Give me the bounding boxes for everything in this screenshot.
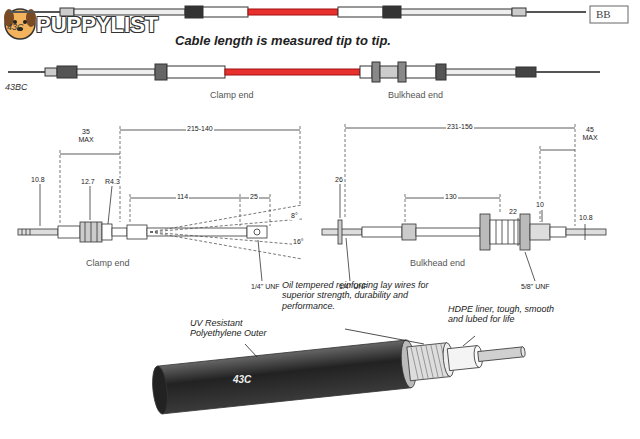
cable-43bc xyxy=(8,62,600,82)
dimension: 10 xyxy=(535,201,545,209)
end-label: Bulkhead end xyxy=(410,258,465,268)
dimension: 10.8 xyxy=(578,214,594,222)
dimension: 231-156 xyxy=(446,123,474,131)
watermark: PUPPYLIST xyxy=(36,12,158,37)
dimension: 114 xyxy=(176,193,189,201)
dimension: 10.8 xyxy=(30,176,46,184)
dimension: 8° xyxy=(290,212,299,220)
dimension: 45 MAX xyxy=(578,126,602,142)
cable-print: 43C xyxy=(233,374,251,386)
dimension: 215-140 xyxy=(186,125,214,133)
callout-note: HDPE liner, tough, smooth and lubed for … xyxy=(448,304,560,325)
callout-note: Oil tempered reinforcing lay wires for s… xyxy=(282,280,437,311)
dimension: 22 xyxy=(508,208,518,216)
callout-note: UV Resistant Polyethylene Outer xyxy=(190,318,270,339)
note-heading: Cable length is measured tip to tip. xyxy=(175,34,391,49)
dimension: 25 xyxy=(249,193,259,201)
end-label: Bulkhead end xyxy=(388,90,443,100)
logo-frame xyxy=(590,6,628,23)
clamp-end-drawing xyxy=(18,126,302,281)
dimension: 130 xyxy=(444,193,458,201)
bulkhead-end-drawing xyxy=(322,124,606,281)
dimension: 26 xyxy=(334,176,344,184)
part-code: 43BC xyxy=(5,82,28,92)
thread-spec: 1/4" UNF xyxy=(250,283,281,291)
end-label: Clamp end xyxy=(86,258,130,268)
part-code: 43C xyxy=(7,22,24,32)
brand-logo: BB xyxy=(596,8,611,21)
dimension: 35 MAX xyxy=(74,128,98,144)
logo-icon xyxy=(4,9,36,39)
cable-cutaway xyxy=(151,328,528,415)
leader-lines xyxy=(245,329,475,357)
dimension: R4.3 xyxy=(104,178,121,186)
thread-spec: 5/8" UNF xyxy=(520,283,551,291)
dimension: 12.7 xyxy=(80,178,96,186)
end-label: Clamp end xyxy=(210,90,254,100)
dimension: 16° xyxy=(292,238,305,246)
